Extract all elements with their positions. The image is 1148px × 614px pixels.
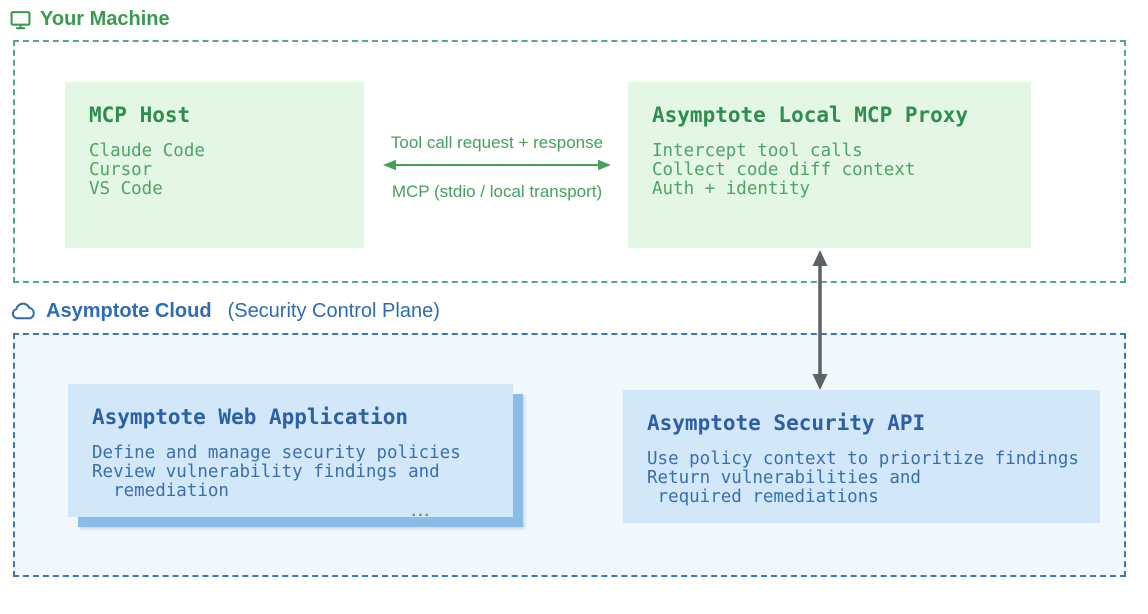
security-api-title: Asymptote Security API xyxy=(647,411,926,435)
asymptote-cloud-label: Asymptote Cloud xyxy=(46,300,212,322)
web-application-body: Define and manage security policies Revi… xyxy=(92,443,461,501)
security-api-body: Use policy context to prioritize finding… xyxy=(647,449,1079,507)
local-mcp-proxy-body: Intercept tool calls Collect code diff c… xyxy=(652,141,916,199)
security-api-box: Asymptote Security API Use policy contex… xyxy=(623,390,1100,523)
local-mcp-proxy-box: Asymptote Local MCP Proxy Intercept tool… xyxy=(628,82,1031,248)
tool-call-arrow-label-bottom: MCP (stdio / local transport) xyxy=(391,182,603,201)
your-machine-label: Your Machine xyxy=(40,8,170,30)
tool-call-arrow-label-top: Tool call request + response xyxy=(390,133,604,152)
your-machine-header: Your Machine xyxy=(10,8,170,31)
mcp-host-box: MCP Host Claude Code Cursor VS Code xyxy=(65,82,364,248)
web-application-title: Asymptote Web Application xyxy=(92,405,409,429)
mcp-host-title: MCP Host xyxy=(89,103,191,127)
bidirectional-vertical-arrow-icon xyxy=(812,250,828,390)
bidirectional-horizontal-arrow-icon xyxy=(383,159,611,171)
security-control-plane-label: (Security Control Plane) xyxy=(227,300,440,322)
monitor-icon xyxy=(10,10,31,29)
cloud-icon xyxy=(11,302,35,320)
asymptote-cloud-header: Asymptote Cloud (Security Control Plane) xyxy=(10,300,440,323)
mcp-host-body: Claude Code Cursor VS Code xyxy=(89,141,205,199)
your-machine-container xyxy=(13,40,1126,283)
web-application-box: Asymptote Web Application Define and man… xyxy=(68,384,513,520)
local-mcp-proxy-title: Asymptote Local MCP Proxy xyxy=(652,103,969,127)
more-items-ellipsis: ... xyxy=(411,503,431,520)
